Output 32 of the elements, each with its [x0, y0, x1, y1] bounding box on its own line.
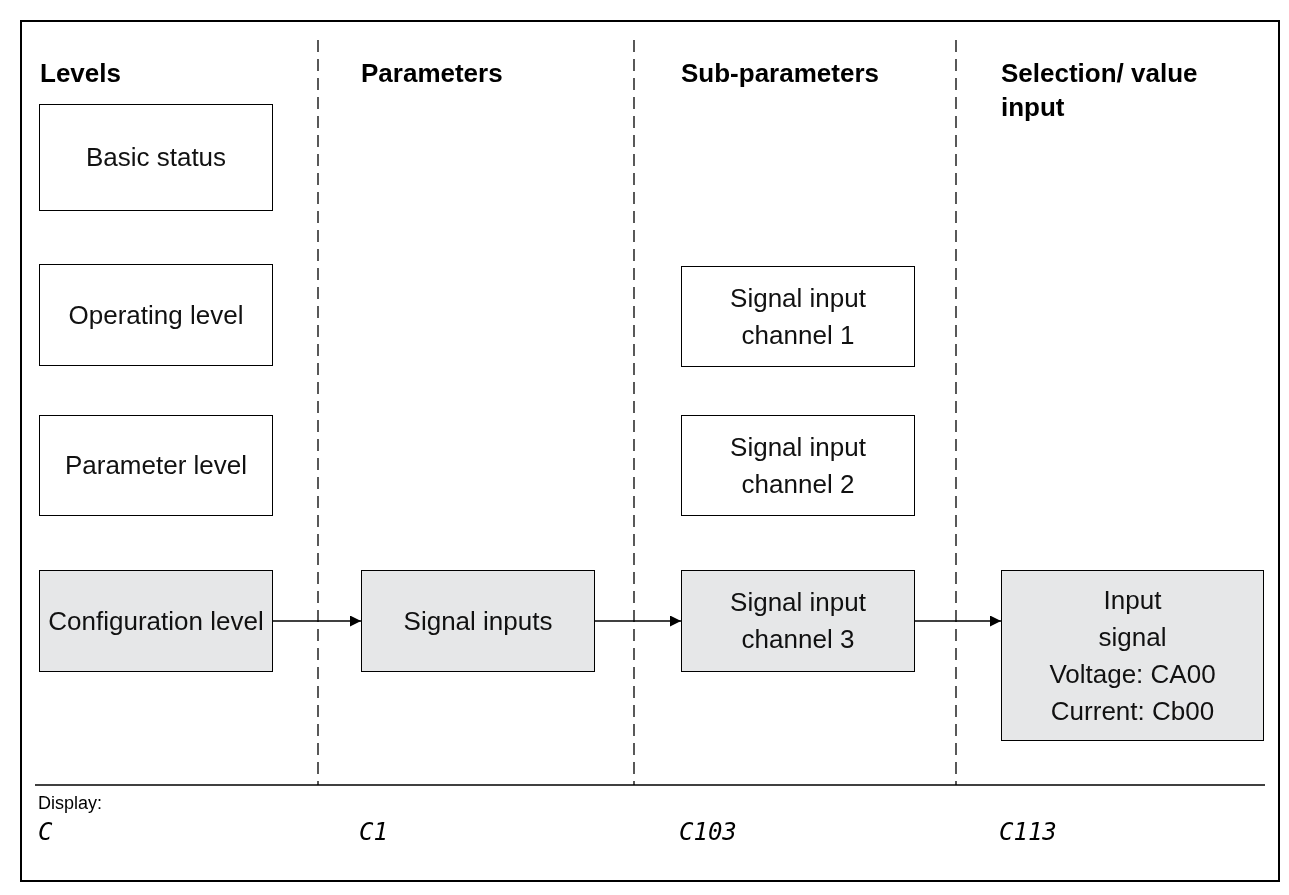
level-box — [39, 104, 273, 211]
display-code: C1 — [359, 818, 388, 846]
box-text: Signal input channel 2 — [729, 430, 867, 501]
box-text: Signal input channel 3 — [729, 586, 867, 656]
highlighted-box — [1001, 570, 1264, 741]
level-box — [39, 415, 273, 516]
box-text: Basic status — [84, 141, 228, 174]
box-text: Current: Cb00 — [1049, 694, 1216, 728]
arrow — [594, 615, 682, 627]
box-text: Parameter level — [63, 449, 249, 482]
level-box — [681, 266, 915, 367]
box-text: Input signal — [1097, 583, 1168, 654]
box-text: Operating level — [67, 298, 245, 332]
arrow — [914, 615, 1002, 627]
display-code: C113 — [999, 818, 1057, 846]
box-text: Signal inputs — [402, 604, 554, 638]
display-code: C — [38, 818, 53, 846]
level-box — [39, 264, 273, 366]
arrow — [272, 615, 362, 627]
column-heading: Selection/ value input — [1001, 57, 1199, 124]
column-heading: Levels — [40, 57, 121, 90]
highlighted-box — [39, 570, 273, 672]
column-heading: Parameters — [361, 57, 503, 90]
highlighted-box — [361, 570, 595, 672]
display-code: C103 — [679, 818, 737, 846]
column-heading: Sub-parameters — [681, 57, 879, 90]
box-text: Signal input channel 1 — [729, 281, 867, 352]
highlighted-box — [681, 570, 915, 672]
display-label: Display: — [38, 792, 103, 814]
box-text: Voltage: CA00 — [1048, 657, 1217, 691]
level-box — [681, 415, 915, 516]
box-text: Configuration level — [47, 604, 265, 638]
